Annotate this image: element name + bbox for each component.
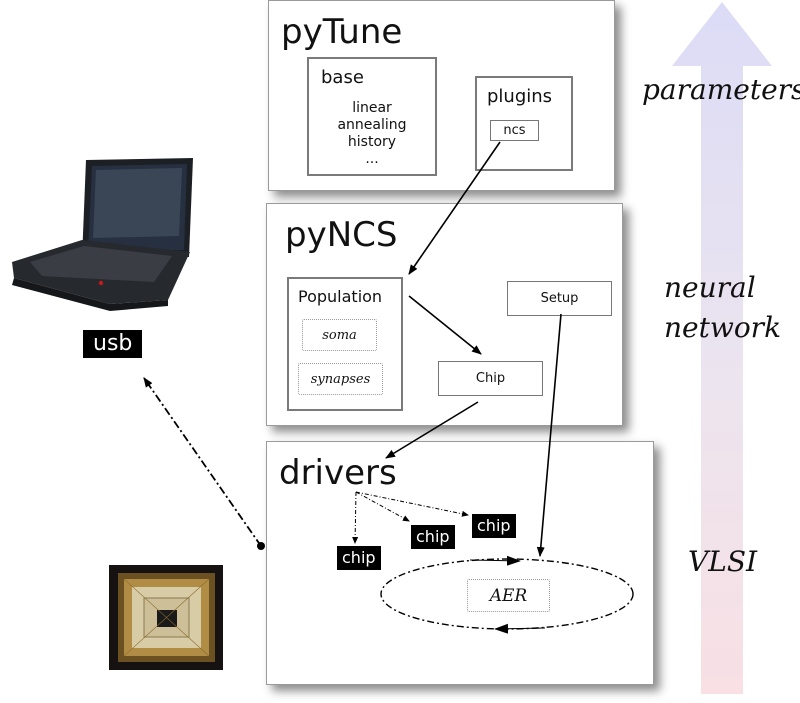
usb-label: usb — [83, 330, 143, 359]
base-item-ellipsis: ... — [365, 151, 379, 167]
drivers-panel: drivers chip chip chip AER — [266, 441, 654, 685]
ncs-plugin-box: ncs — [490, 120, 539, 141]
pyncs-panel: pyNCS Population soma synapses Chip Setu… — [266, 203, 623, 426]
setup-box: Setup — [507, 281, 612, 316]
plugins-box: plugins ncs — [475, 76, 573, 171]
drivers-title: drivers — [279, 453, 397, 493]
population-box: Population soma synapses — [287, 277, 403, 411]
plugins-label: plugins — [487, 86, 553, 107]
pytune-panel: pyTune base linear annealing history ...… — [268, 0, 615, 191]
base-box: base linear annealing history ... — [307, 57, 437, 176]
driver-chip-1: chip — [337, 546, 381, 570]
base-item-linear: linear — [352, 100, 392, 116]
base-item-history: history — [347, 134, 397, 150]
population-label: Population — [298, 287, 383, 306]
neural-label: neural — [664, 271, 756, 304]
pytune-title: pyTune — [281, 12, 403, 52]
base-label: base — [321, 67, 364, 88]
driver-chip-3: chip — [472, 514, 516, 538]
chip-box: Chip — [438, 361, 543, 396]
synapses-box: synapses — [298, 363, 383, 395]
base-item-annealing: annealing — [337, 117, 407, 133]
base-items: linear annealing history ... — [309, 100, 435, 168]
pyncs-title: pyNCS — [285, 215, 398, 255]
vlsi-label: VLSI — [688, 545, 758, 578]
parameters-label: parameters — [642, 73, 800, 106]
soma-box: soma — [302, 319, 377, 351]
network-label: network — [664, 311, 782, 344]
aer-box: AER — [467, 579, 550, 612]
driver-chip-2: chip — [411, 525, 455, 549]
